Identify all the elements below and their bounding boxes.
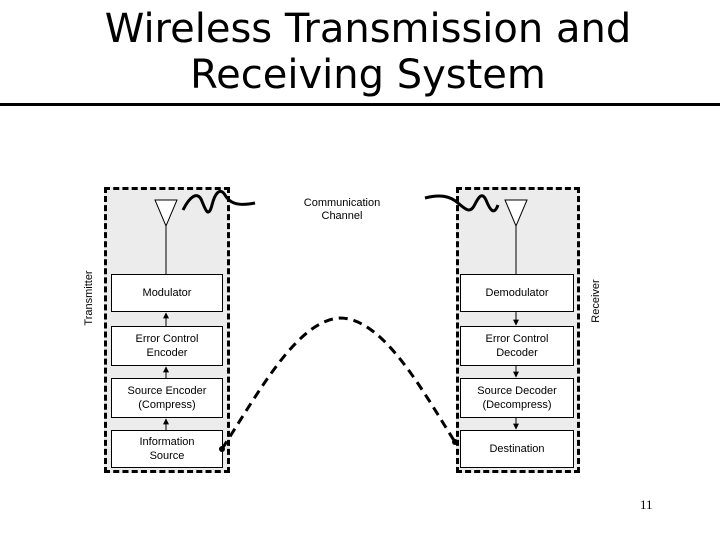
error-control-decoder-block: Error Control Decoder: [460, 326, 574, 366]
channel-end-dot: [452, 439, 458, 445]
source-encoder-block: Source Encoder (Compress): [111, 378, 223, 418]
title-rule: [0, 103, 720, 106]
transmitter-wave-icon: [181, 189, 256, 214]
destination-block: Destination: [460, 430, 574, 468]
information-source-block: Information Source: [111, 430, 223, 468]
receiver-antenna-icon: [504, 199, 528, 274]
receiver-wave-icon: [424, 194, 500, 213]
modulator-block: Modulator: [111, 274, 223, 312]
page-number: 11: [640, 497, 653, 512]
slide-title: Wireless Transmission and Receiving Syst…: [104, 6, 632, 98]
transmitter-antenna-icon: [154, 199, 178, 274]
communication-channel-label: Communication Channel: [303, 197, 381, 222]
source-decoder-block: Source Decoder (Decompress): [460, 378, 574, 418]
error-control-encoder-block: Error Control Encoder: [111, 326, 223, 366]
demodulator-block: Demodulator: [460, 274, 574, 312]
communication-channel-arc: [220, 316, 457, 450]
channel-start-dot: [219, 446, 225, 452]
